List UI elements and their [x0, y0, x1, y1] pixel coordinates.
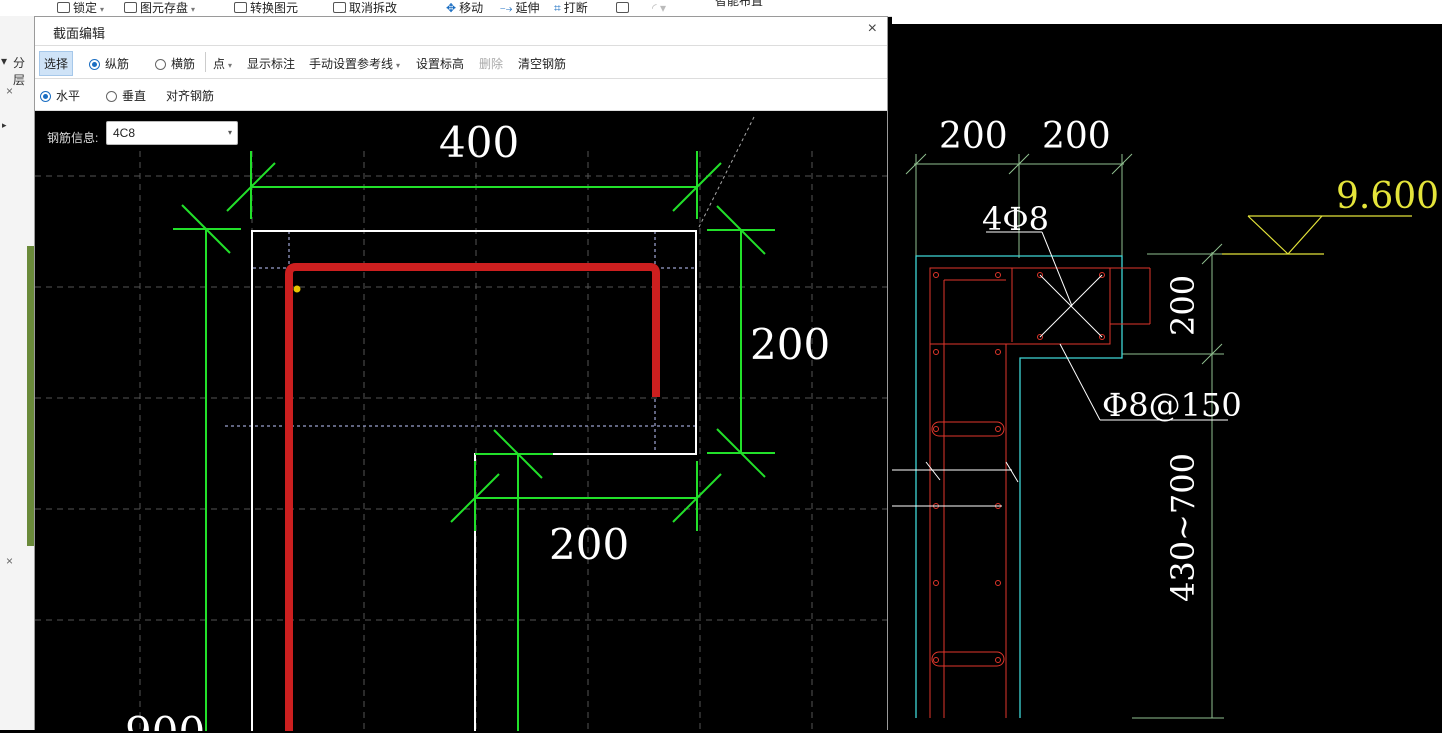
- convert-element-button[interactable]: 转换图元: [234, 0, 298, 16]
- preview-thumbnail: [27, 246, 34, 546]
- move-icon: ✥: [446, 1, 457, 15]
- save-icon: [124, 2, 137, 13]
- extend-icon: ⤍: [500, 1, 513, 15]
- edit-icon-button[interactable]: [616, 0, 632, 16]
- layer-caret: ▾: [1, 54, 8, 68]
- manual-reference-line-dropdown[interactable]: 手动设置参考线▾: [309, 57, 401, 71]
- close-icon[interactable]: ×: [867, 20, 877, 37]
- cad-dim-a: 200: [939, 116, 1008, 157]
- cube-icon: [333, 2, 346, 13]
- lock-icon: [57, 2, 70, 13]
- cad-elevation: 9.600: [1336, 176, 1439, 217]
- radio-unchecked-icon: [106, 91, 117, 102]
- move-button[interactable]: ✥移动: [446, 1, 484, 15]
- section-drawing-svg: 400 200 200 900: [35, 114, 887, 731]
- main-toolbar: 锁定▾ 图元存盘▾ 转换图元 取消拆改 ✥移动 ⤍延伸 ⌗打断 ◜ ▾ 智能布置: [0, 0, 892, 17]
- vertical-radio[interactable]: 垂直: [106, 87, 146, 104]
- layer-label[interactable]: 分层: [13, 56, 26, 87]
- left-panel: ▾ 分层 × ▸ ×: [0, 16, 35, 730]
- align-rebar-button[interactable]: 对齐钢筋: [166, 89, 215, 103]
- select-button[interactable]: 选择: [39, 51, 74, 76]
- radio-checked-icon: [89, 59, 100, 70]
- lock-button[interactable]: 锁定▾: [57, 0, 104, 16]
- arc-icon: ◜ ▾: [652, 1, 667, 15]
- point-dropdown[interactable]: 点▾: [213, 57, 233, 71]
- chevron-down-icon: ▾: [228, 61, 233, 70]
- close-icon[interactable]: ×: [6, 554, 14, 568]
- toolbar-separator: [205, 52, 206, 72]
- extend-button[interactable]: ⤍延伸: [500, 1, 540, 15]
- show-dimensions-button[interactable]: 显示标注: [247, 57, 296, 71]
- clear-rebar-button[interactable]: 清空钢筋: [518, 57, 567, 71]
- convert-icon: [234, 2, 247, 13]
- rebar-info-select[interactable]: 4C8▾: [106, 121, 238, 145]
- longitudinal-rebar-radio[interactable]: 纵筋: [89, 55, 129, 72]
- dialog-toolbar-row1: 选择 纵筋 横筋 点▾ 显示标注 手动设置参考线▾ 设置标高 删除 清空钢筋: [35, 45, 887, 79]
- close-icon[interactable]: ×: [6, 84, 14, 98]
- cad-drawing-view[interactable]: 200 200 9.600: [892, 24, 1442, 730]
- rebar-info-label: 钢筋信息:: [47, 131, 99, 145]
- cad-dim-range: 430~700: [1164, 453, 1202, 602]
- dim-top: 400: [439, 118, 519, 167]
- longitudinal-rebar[interactable]: [285, 263, 660, 731]
- cad-stirrup-label: Φ8@150: [1102, 386, 1242, 424]
- dim-right: 200: [750, 320, 830, 369]
- dialog-title: 截面编辑: [53, 26, 106, 41]
- section-edit-dialog: 截面编辑 × 选择 纵筋 横筋 点▾ 显示标注 手动设置参考线▾ 设置标高 删除…: [34, 16, 888, 731]
- dim-left: 900: [125, 708, 205, 731]
- arc-button[interactable]: ◜ ▾: [652, 0, 666, 16]
- dim-inner: 200: [549, 520, 629, 569]
- radio-checked-icon: [40, 91, 51, 102]
- expand-arrow-icon[interactable]: ▸: [2, 120, 7, 130]
- cad-drawing-svg: 200 200 9.600: [892, 116, 1439, 719]
- horizontal-radio[interactable]: 水平: [40, 87, 80, 104]
- delete-button[interactable]: 删除: [479, 57, 504, 71]
- chevron-down-icon: ▾: [396, 61, 401, 70]
- set-elevation-button[interactable]: 设置标高: [416, 57, 465, 71]
- section-canvas[interactable]: 400 200 200 900 钢筋信息: 4C8▾: [35, 111, 887, 731]
- radio-unchecked-icon: [155, 59, 166, 70]
- edit-icon: [616, 2, 629, 13]
- cad-dim-b: 200: [1042, 116, 1111, 157]
- transverse-rebar-radio[interactable]: 横筋: [155, 55, 195, 72]
- chevron-down-icon: ▾: [227, 128, 232, 137]
- chevron-down-icon: ▾: [100, 5, 105, 14]
- break-button[interactable]: ⌗打断: [554, 1, 588, 15]
- dialog-toolbar-row2: 水平 垂直 对齐钢筋: [35, 78, 887, 111]
- cancel-split-button[interactable]: 取消拆改: [333, 0, 397, 16]
- right-toolbar-strip: [892, 0, 1442, 24]
- cad-rebar-label: 4Φ8: [982, 200, 1049, 238]
- break-icon: ⌗: [554, 1, 561, 15]
- chevron-down-icon: ▾: [191, 5, 196, 14]
- cad-dim-height: 200: [1164, 275, 1202, 336]
- save-element-button[interactable]: 图元存盘▾: [124, 0, 195, 16]
- smart-layout-button[interactable]: 智能布置: [715, 0, 764, 8]
- rebar-point-marker[interactable]: [293, 285, 301, 293]
